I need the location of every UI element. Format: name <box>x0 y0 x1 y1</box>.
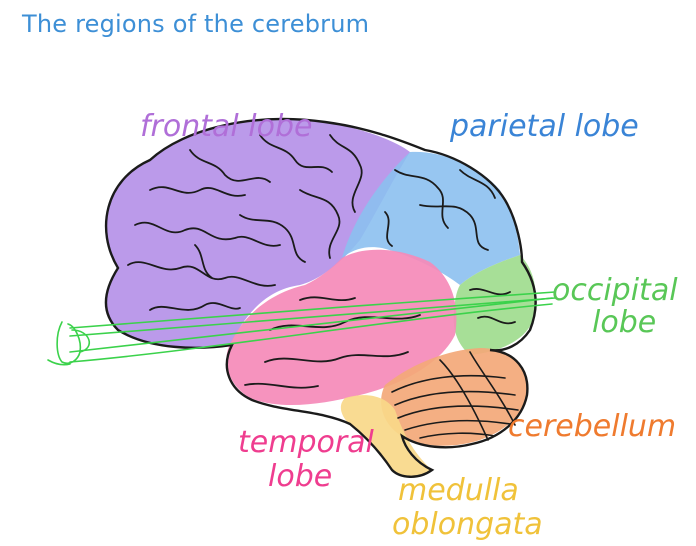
section-lines <box>47 291 556 366</box>
medulla-label-line1: medulla <box>398 473 519 508</box>
frontal-lobe-label: frontal lobe <box>140 109 312 144</box>
cerebellum-lines <box>391 351 519 441</box>
temporal-lobe-label-line2: lobe <box>268 459 332 494</box>
parietal-lobe-region <box>342 151 520 285</box>
medulla-label-line2: oblongata <box>392 507 543 542</box>
page-title: The regions of the cerebrum <box>22 10 370 38</box>
temporal-lobe-region <box>226 249 457 406</box>
parietal-lobe-label: parietal lobe <box>449 109 639 144</box>
occipital-lobe-label-line2: lobe <box>592 305 656 340</box>
occipital-lobe-label-line1: occipital <box>552 273 678 308</box>
brain-folds <box>127 134 516 389</box>
cerebellum-label: cerebellum <box>508 409 676 444</box>
temporal-lobe-label-line1: temporal <box>238 425 375 460</box>
medulla-region <box>340 395 432 477</box>
frontal-lobe-region <box>106 119 410 348</box>
brain-outline <box>104 117 537 478</box>
